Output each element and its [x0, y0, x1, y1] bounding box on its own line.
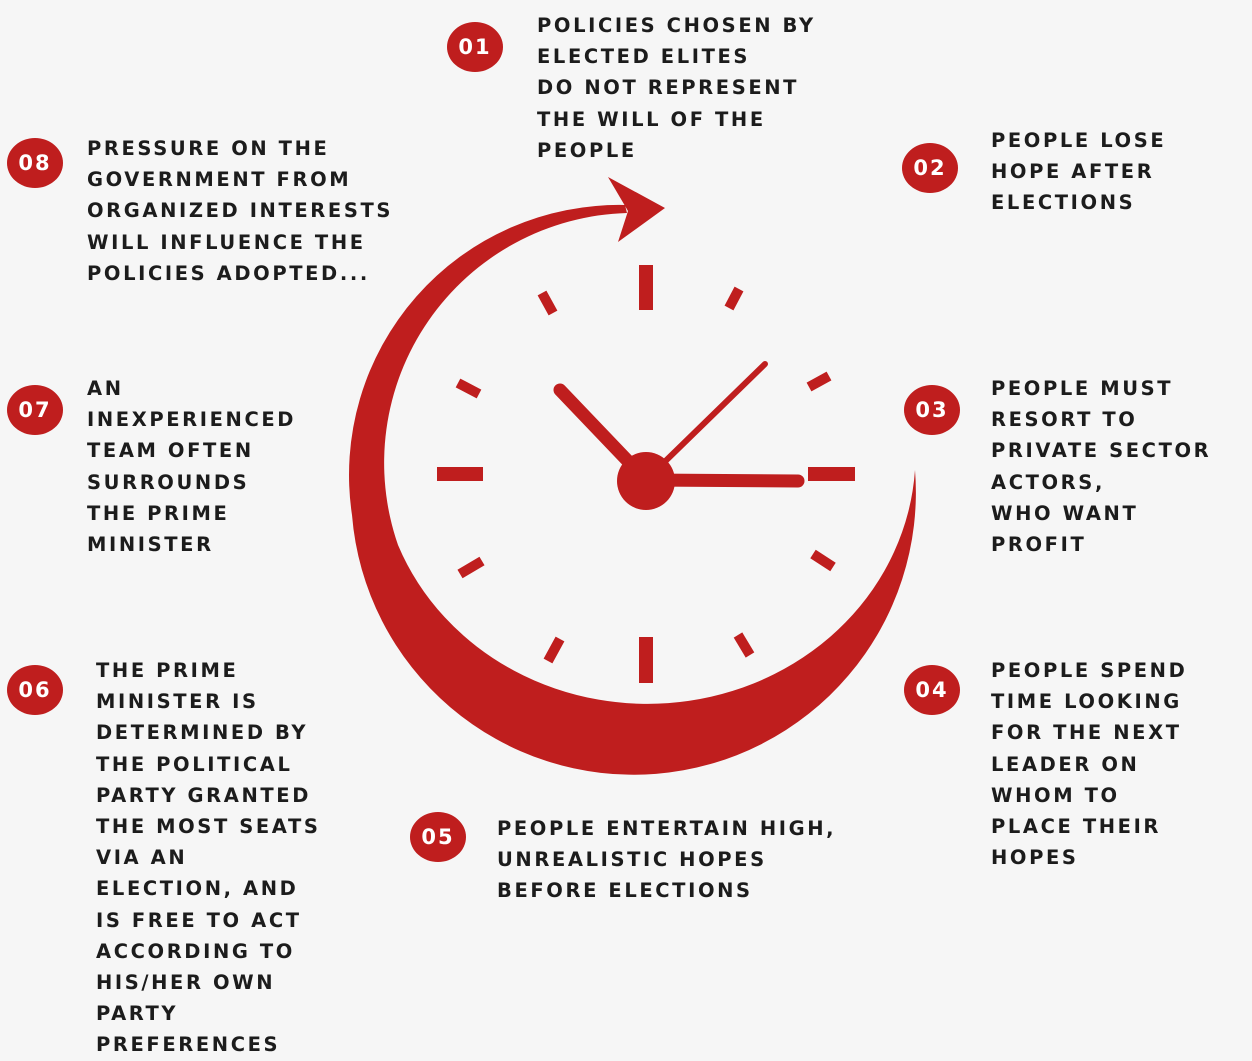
step-03-text: PEOPLE MUST RESORT TO PRIVATE SECTOR ACT…: [991, 377, 1212, 557]
step-02-badge: 02: [902, 143, 958, 193]
tick-1: [724, 286, 744, 311]
step-03-badge: 03: [904, 385, 960, 435]
tick-8: [457, 556, 485, 579]
step-04-badge: 04: [904, 665, 960, 715]
step-05-badge: 05: [410, 812, 466, 862]
clock-center: [617, 452, 675, 510]
arrow-head-icon: [608, 177, 665, 242]
step-01-text: POLICIES CHOSEN BY ELECTED ELITES DO NOT…: [537, 14, 816, 162]
tick-2: [806, 371, 832, 392]
step-04-text: PEOPLE SPEND TIME LOOKING FOR THE NEXT L…: [991, 659, 1188, 870]
step-08-badge: 08: [7, 138, 63, 188]
tick-5: [733, 632, 755, 658]
tick-11: [537, 290, 558, 316]
tick-4: [810, 549, 836, 572]
step-05-text: PEOPLE ENTERTAIN HIGH, UNREALISTIC HOPES…: [497, 817, 837, 903]
step-06-badge: 06: [7, 665, 63, 715]
step-06-text: THE PRIME MINISTER IS DETERMINED BY THE …: [96, 659, 321, 1057]
step-01-badge: 01: [447, 22, 503, 72]
clock-ticks: [437, 265, 855, 683]
step-07-text: AN INEXPERIENCED TEAM OFTEN SURROUNDS TH…: [87, 377, 297, 557]
step-08-text: PRESSURE ON THE GOVERNMENT FROM ORGANIZE…: [87, 137, 394, 285]
step-02-text: PEOPLE LOSE HOPE AFTER ELECTIONS: [991, 129, 1167, 215]
tick-7: [543, 636, 565, 664]
tick-10: [455, 378, 482, 399]
step-07-badge: 07: [7, 385, 63, 435]
